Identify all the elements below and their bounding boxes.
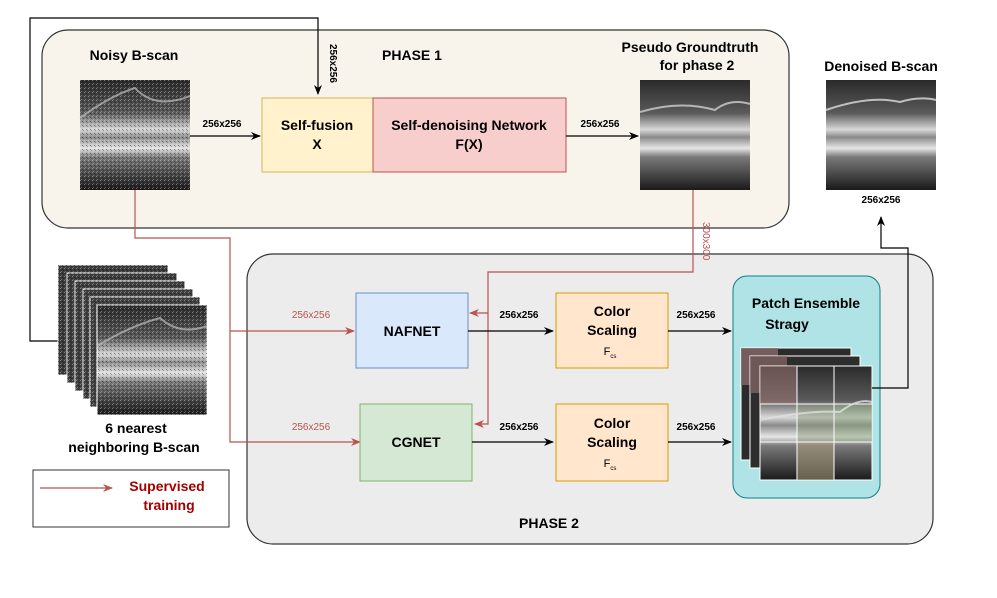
cgnet-label: CGNET [392, 434, 441, 450]
dim-in-cg-label: 256x256 [292, 422, 331, 433]
neighbors-to-selffusion-line [29, 17, 322, 342]
selfdenoise-line1: Self-denoising Network [391, 117, 547, 133]
dim-cg-out-label: 256x256 [500, 422, 539, 433]
patch-to-denoised-line [872, 216, 909, 389]
pseudo-to-nafnet-red-line [469, 190, 694, 317]
neighbor-bscan-stack [57, 264, 208, 416]
dim-pseudo-down-label: 300x300 [700, 222, 711, 261]
dim-out-label: 256x256 [581, 119, 620, 130]
cs2-fcs: Fcs [604, 458, 617, 472]
dim-in-naf-label: 256x256 [292, 310, 331, 321]
legend-line2: training [143, 497, 194, 513]
selfdenoise-line2: F(X) [455, 136, 482, 152]
patch-grid-image [740, 347, 873, 481]
neighbors-label-line2: neighboring B-scan [68, 439, 199, 455]
pseudo-gt-label-line1: Pseudo Groundtruth [622, 39, 759, 55]
cs1-line2: Scaling [587, 322, 637, 338]
color-scaling-1-block [555, 292, 669, 369]
cs1-line1: Color [594, 303, 631, 319]
cs2-line1: Color [594, 415, 631, 431]
pseudo-to-cgnet-red-line [474, 313, 489, 428]
noisy-to-phase2-red-line [134, 190, 361, 446]
pseudo-gt-label-line2: for phase 2 [660, 57, 735, 73]
dim-naf-out-label: 256x256 [500, 310, 539, 321]
phase1-title: PHASE 1 [382, 47, 442, 63]
noisy-bscan-label: Noisy B-scan [90, 47, 179, 63]
dim-cs2-out-label: 256x256 [677, 422, 716, 433]
legend-line1: Supervised [129, 478, 204, 494]
noisy-bscan-image [79, 80, 191, 190]
dim-top-label: 256x256 [327, 44, 338, 83]
legend-box [32, 469, 230, 528]
phase2-title: PHASE 2 [519, 515, 579, 531]
denoised-dim-label: 256x256 [862, 195, 901, 206]
pseudo-gt-image [639, 80, 751, 190]
nafnet-block [355, 292, 469, 369]
dim-in-label: 256x256 [203, 119, 242, 130]
cs2-line2: Scaling [587, 434, 637, 450]
selffusion-line1: Self-fusion [281, 117, 353, 133]
patch-ensemble-line1: Patch Ensemble [752, 295, 860, 311]
dim-cs1-out-label: 256x256 [677, 310, 716, 321]
neighbors-label-line1: 6 nearest [105, 420, 167, 436]
cgnet-block [359, 403, 473, 482]
selffusion-block [261, 97, 374, 173]
patch-ensemble-line2: Stragy [765, 316, 809, 332]
color-scaling-2-block [555, 403, 669, 482]
denoised-label: Denoised B-scan [824, 58, 938, 74]
selfdenoise-block [372, 97, 567, 173]
selffusion-line2: X [312, 136, 322, 152]
nafnet-label: NAFNET [384, 323, 441, 339]
cs1-fcs: Fcs [604, 346, 617, 360]
denoised-image [825, 80, 937, 190]
